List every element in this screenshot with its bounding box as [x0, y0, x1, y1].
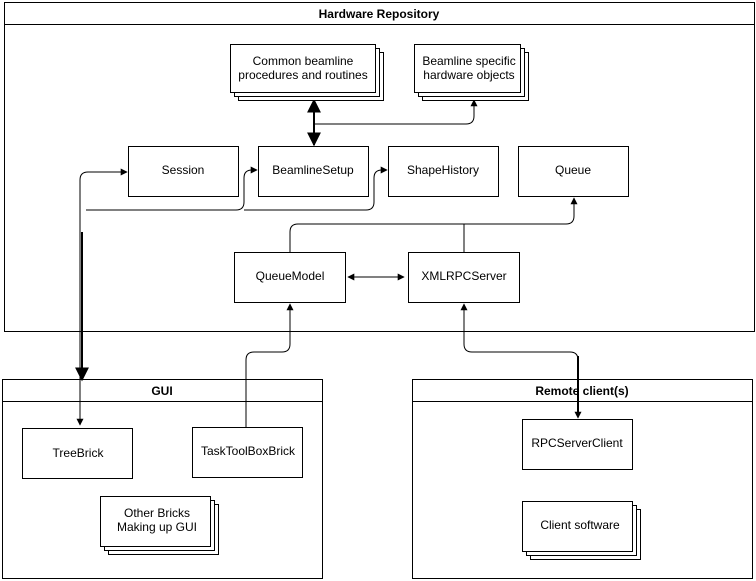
remote-clients-title: Remote client(s): [535, 384, 628, 398]
node-client-software-label: Client software: [540, 518, 620, 532]
node-beamline-setup: BeamlineSetup: [258, 146, 369, 197]
node-session-label: Session: [162, 163, 205, 177]
node-beamline-specific: Beamline specific hardware objects: [414, 44, 529, 101]
node-beamline-specific-line2: hardware objects: [423, 68, 514, 82]
node-tree-brick-label: TreeBrick: [53, 446, 105, 460]
node-common-procedures-line2: procedures and routines: [238, 68, 367, 82]
node-xmlrpc-server: XMLRPCServer: [408, 252, 520, 303]
node-queue-label: Queue: [555, 163, 591, 177]
node-shape-history-label: ShapeHistory: [407, 163, 479, 177]
edge-treebrick-session: [76, 168, 128, 426]
gui-title: GUI: [151, 384, 172, 398]
node-tasktoolbox-brick: TaskToolBoxBrick: [192, 427, 303, 478]
node-beamline-specific-line1: Beamline specific: [422, 54, 515, 68]
node-rpc-server-client: RPCServerClient: [522, 419, 633, 470]
edge-treebrick-beamlinesetup: [86, 166, 258, 211]
node-rpc-server-client-label: RPCServerClient: [531, 436, 623, 450]
node-client-software: Client software: [522, 501, 641, 560]
node-queue-model: QueueModel: [234, 252, 346, 303]
node-shape-history: ShapeHistory: [388, 146, 499, 197]
node-session: Session: [128, 146, 239, 197]
edge-queuemodel-queue: [289, 197, 578, 252]
node-other-bricks: Other Bricks Making up GUI: [100, 496, 219, 555]
edges: [75, 98, 582, 427]
node-queue: Queue: [518, 146, 629, 197]
node-tasktoolbox-brick-label: TaskToolBoxBrick: [201, 444, 296, 458]
edge-beamlinesetup-specific: [314, 99, 478, 125]
node-tree-brick: TreeBrick: [22, 428, 133, 479]
node-other-bricks-line2: Making up GUI: [117, 520, 197, 534]
hardware-repository-title: Hardware Repository: [319, 7, 440, 21]
edge-tasktoolbox-queuemodel: [245, 303, 294, 427]
edge-treebrick-shapehistory: [244, 166, 388, 211]
node-beamline-setup-label: BeamlineSetup: [272, 163, 354, 177]
node-xmlrpc-server-label: XMLRPCServer: [421, 269, 506, 283]
node-common-procedures-line1: Common beamline: [253, 54, 354, 68]
node-common-procedures: Common beamline procedures and routines: [230, 44, 384, 101]
node-queue-model-label: QueueModel: [256, 269, 325, 283]
node-other-bricks-line1: Other Bricks: [124, 506, 190, 520]
